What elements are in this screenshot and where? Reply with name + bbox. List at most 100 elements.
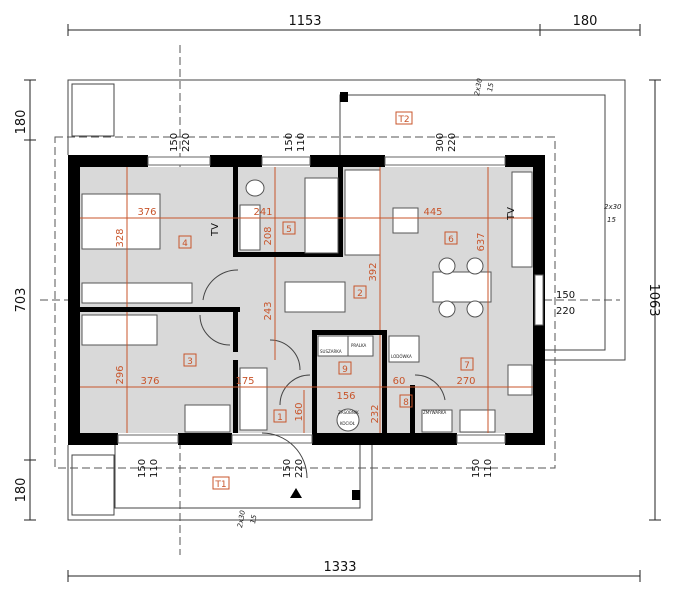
window-label: 220 [181, 133, 192, 152]
furniture [81, 169, 533, 433]
appliance-label: ZMYWARKA [423, 410, 446, 415]
tv-label: TV [210, 223, 221, 237]
terrace-label: T1 [212, 476, 230, 490]
wardrobe-2 [184, 404, 231, 433]
window-label: 110 [149, 459, 160, 478]
svg-text:T2: T2 [397, 115, 409, 125]
room-label: 5 [282, 221, 296, 235]
appliance-label: ZASOBNIK [338, 410, 359, 415]
walls [68, 155, 545, 445]
window-label: 150 [169, 133, 180, 152]
dimension-lines [24, 24, 661, 582]
bathtub [304, 177, 339, 254]
dim-r1-w: 175 [235, 376, 254, 387]
room-label: 9 [338, 361, 352, 375]
kitchen-sink [459, 409, 496, 433]
dim-r3-h: 296 [115, 365, 126, 384]
stair-label: 2x30 [473, 77, 484, 96]
svg-text:5: 5 [286, 225, 292, 235]
window-label: 150 [137, 459, 148, 478]
window-label: 110 [296, 133, 307, 152]
dim-r4-w: 376 [137, 207, 156, 218]
column [352, 490, 360, 500]
terrace-outlines [67, 79, 626, 521]
appliance-label: KOCIOŁ [340, 421, 356, 426]
washer [347, 335, 374, 357]
window-label: 150 [282, 459, 293, 478]
room-label: 6 [444, 231, 458, 245]
svg-text:6: 6 [448, 235, 454, 245]
stair-label: 15 [607, 216, 616, 224]
windows [117, 156, 544, 444]
dim-left-mid: 703 [14, 288, 29, 313]
double-sink [239, 204, 261, 251]
dim-left-bottom: 180 [14, 478, 29, 503]
tv-cabinet [511, 171, 533, 268]
dim-r6-w: 445 [423, 207, 442, 218]
appliance-label: LODÓWKA [391, 354, 412, 359]
dim-r9-h: 232 [370, 404, 381, 423]
fridge [388, 335, 420, 363]
room-label: 7 [460, 357, 474, 371]
dim-r7-w: 270 [456, 376, 475, 387]
dim-top-right: 180 [573, 14, 598, 29]
stair-label: 2x30 [604, 203, 622, 211]
room-label: 8 [399, 394, 413, 408]
dim-r5-h: 208 [263, 226, 274, 245]
wardrobe [81, 282, 193, 304]
dim-left-top: 180 [14, 110, 29, 135]
dim-r1-h: 160 [294, 402, 305, 421]
svg-text:2: 2 [357, 289, 363, 299]
tv-label: TV [506, 207, 517, 221]
column [340, 92, 348, 102]
bed [81, 193, 161, 250]
dim-r2-h2: 243 [263, 301, 274, 320]
dishwasher [421, 409, 453, 433]
stair-label: 15 [249, 514, 259, 525]
appliance-label: SUSZARKA [320, 349, 342, 354]
dim-top-main: 1153 [288, 14, 321, 29]
svg-text:4: 4 [182, 239, 188, 249]
room-label: 1 [273, 409, 287, 423]
dim-r4-h: 328 [115, 228, 126, 247]
room-label: 4 [178, 235, 192, 249]
window-label: 110 [483, 459, 494, 478]
dim-r9-w: 156 [336, 391, 355, 402]
stair-label: 2x30 [236, 509, 247, 528]
dim-right: 1063 [646, 283, 661, 316]
single-bed [81, 314, 158, 346]
cooktop [507, 364, 533, 396]
svg-text:9: 9 [342, 365, 348, 375]
dim-r2-h: 392 [368, 262, 379, 281]
room-label: 2 [353, 285, 367, 299]
radiator [284, 281, 346, 313]
window-label: 150 [471, 459, 482, 478]
window-label: 220 [294, 459, 305, 478]
window-label: 150 [556, 290, 575, 301]
dim-r5-w: 241 [253, 207, 272, 218]
coffee-table [392, 207, 419, 234]
window-label: 220 [447, 133, 458, 152]
dim-r8-w: 60 [393, 376, 406, 387]
svg-text:7: 7 [464, 361, 470, 371]
appliance-label: PRALKA [351, 343, 367, 348]
toilet [245, 179, 265, 197]
window-label: 300 [435, 133, 446, 152]
dim-r3-w: 376 [140, 376, 159, 387]
window-label: 220 [556, 306, 575, 317]
closet [239, 367, 268, 431]
stair-label: 15 [486, 82, 496, 93]
svg-text:1: 1 [277, 413, 283, 423]
dim-bottom: 1333 [323, 560, 356, 575]
dim-r6-h: 637 [476, 232, 487, 251]
svg-text:T1: T1 [214, 480, 226, 490]
entrance-arrow-icon [290, 488, 302, 498]
room-dimension-lines [80, 167, 533, 433]
sofa [344, 169, 381, 256]
boiler [336, 408, 360, 432]
window-label: 150 [284, 133, 295, 152]
svg-text:3: 3 [187, 357, 193, 367]
terrace-label: T2 [395, 111, 413, 125]
dining-table [432, 271, 492, 303]
